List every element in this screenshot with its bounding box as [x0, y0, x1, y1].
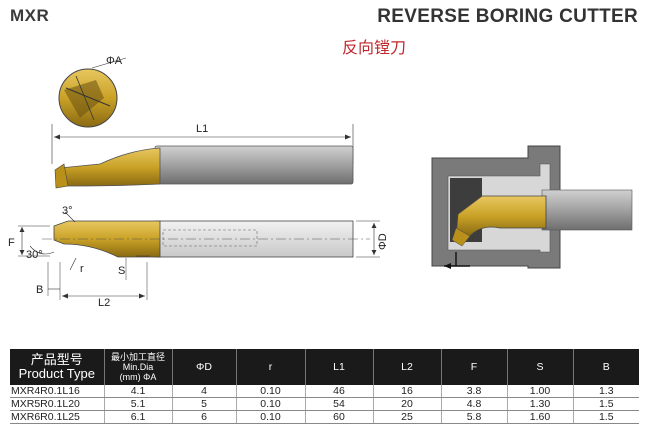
cell-product-type: MXR4R0.1L16 — [10, 385, 104, 398]
header-min-dia: 最小加工直径 Min.Dia (mm) ΦA — [103, 349, 172, 385]
table-row: MXR6R0.1L25 6.1 6 0.10 60 25 5.8 1.60 1.… — [10, 410, 639, 424]
b-label: B — [36, 284, 43, 296]
title-chinese: 反向镗刀 — [342, 40, 407, 57]
cell-b: 1.5 — [572, 397, 639, 411]
cell-s: 1.30 — [506, 397, 573, 411]
phi-a-label: ΦA — [106, 55, 123, 67]
cell-r: 0.10 — [235, 397, 305, 411]
end-view-drawing: ΦA L1 3° 30° F r S — [8, 55, 633, 309]
cell-l2: 20 — [372, 397, 441, 411]
f-label: F — [8, 237, 15, 249]
cell-r: 0.10 — [235, 385, 305, 398]
angle-top-label: 3° — [62, 205, 73, 217]
cell-s: 1.60 — [506, 410, 573, 424]
end-view: ΦA — [58, 55, 127, 128]
cell-product-type: MXR5R0.1L20 — [10, 397, 104, 411]
cell-s: 1.00 — [506, 385, 573, 398]
cell-phi-d: 4 — [171, 385, 236, 398]
cell-l1: 60 — [304, 410, 373, 424]
cell-phi-d: 5 — [171, 397, 236, 411]
cell-l2: 16 — [372, 385, 441, 398]
cell-min-dia: 5.1 — [103, 397, 172, 411]
cell-f: 5.8 — [440, 410, 507, 424]
model-code: MXR — [10, 6, 50, 25]
application-illustration — [431, 145, 633, 269]
cell-min-dia: 4.1 — [103, 385, 172, 398]
l1-label: L1 — [196, 123, 208, 135]
cell-min-dia: 6.1 — [103, 410, 172, 424]
cell-phi-d: 6 — [171, 410, 236, 424]
cell-l1: 54 — [304, 397, 373, 411]
header-l2: L2 — [372, 349, 441, 385]
spec-table: 产品型号 Product Type 最小加工直径 Min.Dia (mm) ΦA… — [10, 349, 639, 424]
phi-d-label: ΦD — [377, 233, 389, 250]
header-phi-d: ΦD — [171, 349, 236, 385]
tool-side-view — [54, 145, 354, 189]
table-header-row: 产品型号 Product Type 最小加工直径 Min.Dia (mm) ΦA… — [10, 349, 639, 385]
tool-technical-drawing: 3° 30° F r S B L2 ΦD — [8, 205, 389, 309]
l2-label: L2 — [98, 297, 110, 309]
header-f: F — [440, 349, 507, 385]
cell-r: 0.10 — [235, 410, 305, 424]
cell-l2: 25 — [372, 410, 441, 424]
r-label: r — [80, 263, 84, 275]
cell-f: 3.8 — [440, 385, 507, 398]
cell-b: 1.3 — [572, 385, 639, 398]
table-row: MXR4R0.1L16 4.1 4 0.10 46 16 3.8 1.00 1.… — [10, 385, 639, 398]
cell-product-type: MXR6R0.1L25 — [10, 410, 104, 424]
header-l1: L1 — [304, 349, 373, 385]
header-r: r — [235, 349, 305, 385]
header-b: B — [572, 349, 639, 385]
cell-f: 4.8 — [440, 397, 507, 411]
angle-side-label: 30° — [26, 249, 43, 261]
s-label: S — [118, 265, 125, 277]
cell-b: 1.5 — [572, 410, 639, 424]
table-row: MXR5R0.1L20 5.1 5 0.10 54 20 4.8 1.30 1.… — [10, 397, 639, 411]
header-product-type: 产品型号 Product Type — [10, 349, 104, 385]
header-s: S — [506, 349, 573, 385]
cell-l1: 46 — [304, 385, 373, 398]
title-english: REVERSE BORING CUTTER — [377, 6, 638, 27]
